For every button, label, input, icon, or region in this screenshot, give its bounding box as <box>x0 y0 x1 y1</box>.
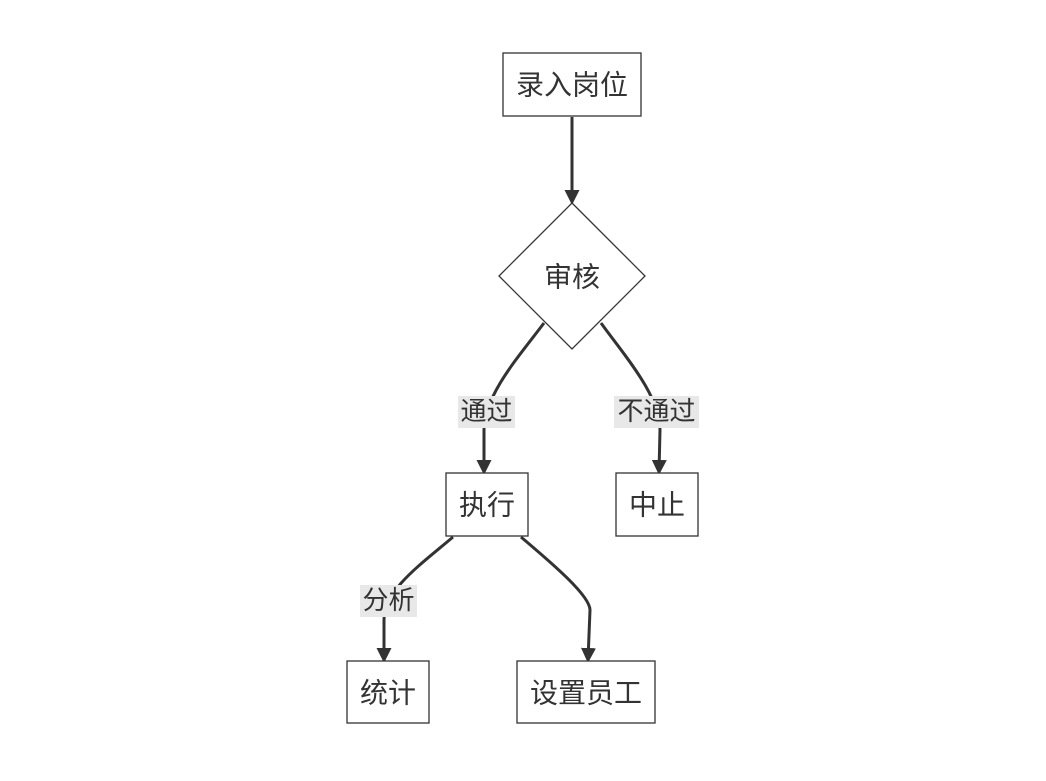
node-statistics: 统计 <box>346 660 430 724</box>
edge-label-analyze-text: 分析 <box>362 586 414 616</box>
edge-execute-to-set-staff <box>520 535 596 663</box>
edge-label-pass-text: 通过 <box>460 397 512 427</box>
node-set-staff-label: 设置员工 <box>530 677 642 710</box>
edges <box>376 117 667 663</box>
edge-execute-to-statistics <box>376 535 454 663</box>
edge-label-analyze: 分析 <box>360 585 417 617</box>
node-input-position-label: 录入岗位 <box>516 69 628 102</box>
node-review: 审核 <box>498 202 646 350</box>
edge-label-pass: 通过 <box>458 396 515 428</box>
node-statistics-label: 统计 <box>360 677 416 710</box>
node-execute: 执行 <box>445 472 529 537</box>
edge-label-fail-text: 不通过 <box>617 397 695 427</box>
edge-label-fail: 不通过 <box>614 396 699 428</box>
node-terminate-label: 中止 <box>629 489 685 522</box>
node-review-label: 审核 <box>544 261 600 294</box>
node-set-staff: 设置员工 <box>516 660 656 724</box>
node-execute-label: 执行 <box>459 489 515 522</box>
node-terminate: 中止 <box>615 472 699 537</box>
node-input-position: 录入岗位 <box>502 52 642 117</box>
